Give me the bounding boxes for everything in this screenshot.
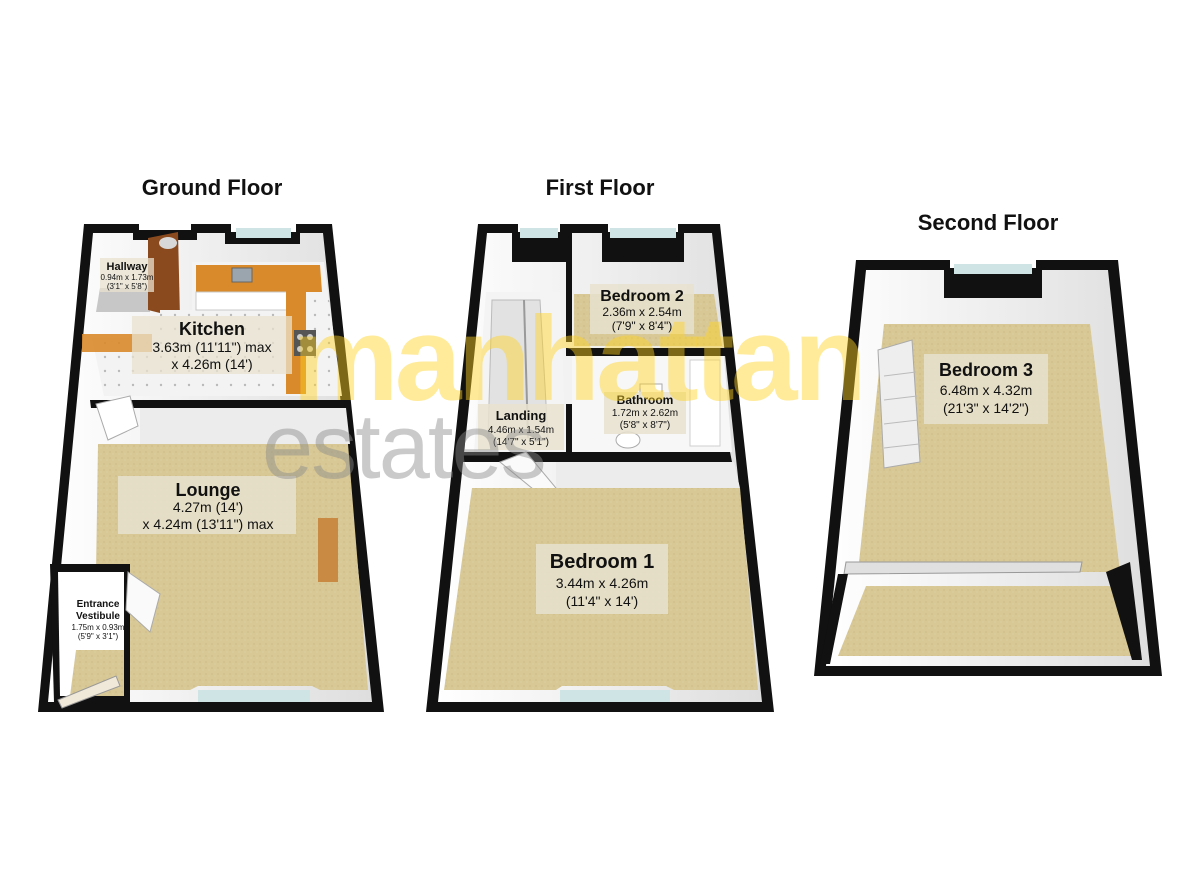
door-fanlight [159, 237, 177, 249]
label-bedroom-2: Bedroom 2 2.36m x 2.54m (7'9" x 8'4") [590, 284, 694, 334]
room-dim-metric: 0.94m x 1.73m [101, 273, 154, 282]
balustrade [843, 561, 1083, 575]
toilet-icon [615, 431, 641, 449]
floor-title-second: Second Floor [918, 210, 1059, 235]
window [560, 690, 670, 702]
room-dim-metric: 4.46m x 1.54m [488, 425, 554, 436]
sink-icon [231, 267, 253, 283]
lounge-fireplace [318, 518, 338, 582]
room-dim-imperial: (3'1" x 5'8") [107, 282, 148, 291]
room-dim-imperial: x 4.24m (13'11") max [142, 516, 273, 532]
floor-title-ground: Ground Floor [142, 175, 283, 200]
room-name: Entrance [77, 599, 120, 610]
room-dim-imperial: (11'4" x 14') [566, 593, 638, 609]
label-bathroom: Bathroom 1.72m x 2.62m (5'8" x 8'7") [604, 392, 686, 434]
watermark-line1: manhattan [292, 292, 863, 426]
room-dim-imperial: (21'3" x 14'2") [943, 400, 1029, 416]
room-dim-metric: 3.63m (11'11") max [152, 339, 271, 355]
room-name: Kitchen [179, 319, 245, 339]
room-name: Vestibule [76, 611, 120, 622]
label-lounge: Lounge 4.27m (14') x 4.24m (13'11") max [118, 476, 296, 534]
room-dim-metric: 1.72m x 2.62m [612, 408, 678, 419]
first-floor: First Floor Bedroom 2 2.36m x 2.54m ( [426, 175, 774, 712]
second-floor: Second Floor Bedroom 3 6.48m x 4.32m (21… [814, 210, 1162, 676]
floor-title-first: First Floor [546, 175, 655, 200]
bedroom3-floor [858, 324, 1120, 572]
room-name: Bathroom [617, 393, 674, 407]
room-dim-metric: 1.75m x 0.93m [72, 623, 125, 632]
room-name: Bedroom 2 [600, 288, 684, 305]
window [236, 228, 291, 238]
ground-floor: Ground Floor [38, 175, 384, 712]
skylight [954, 264, 1032, 274]
label-vestibule: Entrance Vestibule 1.75m x 0.93m (5'9" x… [72, 599, 125, 641]
hallway-floor [96, 288, 150, 312]
vestibule-door[interactable] [125, 571, 161, 633]
internal-wall-face [140, 408, 350, 444]
room-dim-imperial: (7'9" x 8'4") [612, 319, 672, 333]
room-name: Bedroom 3 [939, 360, 1033, 380]
internal-wall-face [556, 462, 740, 488]
room-dim-metric: 6.48m x 4.32m [940, 382, 1033, 398]
watermark-logo: manhattan estates [262, 292, 867, 498]
room-dim-imperial: (14'7" x 5'1") [493, 437, 549, 448]
window [520, 228, 558, 238]
label-landing: Landing 4.46m x 1.54m (14'7" x 5'1") [478, 404, 564, 450]
label-hallway: Hallway 0.94m x 1.73m (3'1" x 5'8") [100, 258, 154, 292]
label-bedroom-1: Bedroom 1 3.44m x 4.26m (11'4" x 14') [536, 544, 668, 614]
staircase [877, 339, 921, 469]
window [610, 228, 676, 238]
room-dim-metric: 2.36m x 2.54m [602, 305, 681, 319]
room-dim-imperial: (5'8" x 8'7") [620, 420, 670, 431]
room-name: Landing [496, 408, 547, 423]
window [198, 690, 310, 702]
room-name: Lounge [176, 480, 241, 500]
label-kitchen: Kitchen 3.63m (11'11") max x 4.26m (14') [132, 316, 292, 374]
front-door[interactable] [148, 232, 180, 318]
internal-wall [566, 348, 730, 356]
watermark-line2: estates [262, 396, 545, 498]
kitchen-cabinets [195, 291, 297, 311]
bedroom3-floor-front [838, 586, 1134, 656]
room-name: Hallway [107, 261, 149, 273]
internal-wall [566, 233, 572, 342]
room-dim-metric: 3.44m x 4.26m [556, 575, 649, 591]
room-name: Bedroom 1 [550, 551, 654, 573]
internal-wall [90, 400, 345, 408]
room-dim-imperial: (5'9" x 3'1") [78, 632, 119, 641]
room-dim-imperial: x 4.26m (14') [171, 356, 252, 372]
entrance-door[interactable] [57, 675, 121, 709]
stairs-window [95, 395, 139, 441]
room-dim-metric: 4.27m (14') [173, 499, 243, 515]
bath-icon [689, 359, 721, 447]
label-bedroom-3: Bedroom 3 6.48m x 4.32m (21'3" x 14'2") [924, 354, 1048, 424]
